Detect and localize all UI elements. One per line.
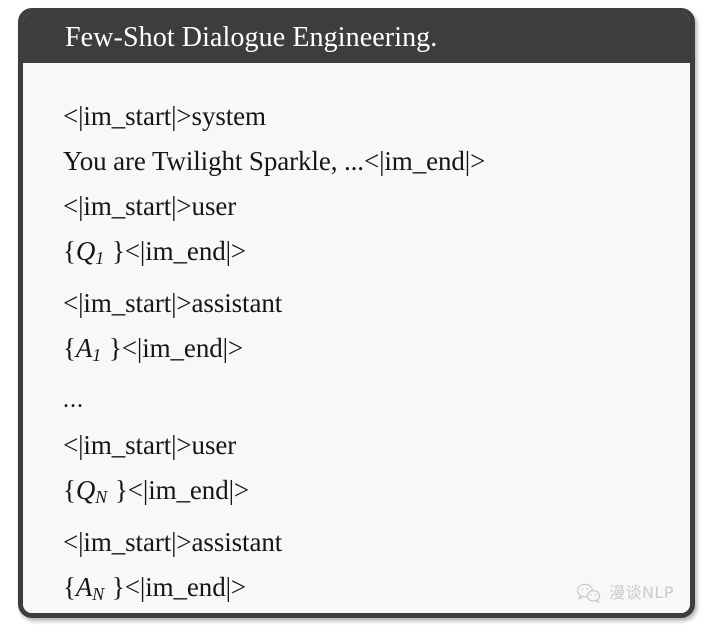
template-line: You are Twilight Sparkle, ...<|im_end|> bbox=[63, 146, 486, 176]
template-line: <|im_start|>assistant bbox=[63, 526, 283, 557]
template-line: <|im_start|>system bbox=[63, 101, 266, 131]
math-subscript: 1 bbox=[95, 247, 105, 268]
template-line: <|im_start|>user bbox=[63, 429, 237, 460]
math-subscript: N bbox=[92, 583, 105, 604]
template-line: {A1 }<|im_end|> bbox=[63, 332, 244, 365]
watermark-label: 漫谈NLP bbox=[608, 583, 674, 602]
template-line: <|im_start|>assistant bbox=[63, 287, 283, 318]
template-line: {Q1 }<|im_end|> bbox=[63, 236, 247, 268]
math-variable: AN bbox=[75, 571, 105, 604]
math-variable: QN bbox=[75, 474, 108, 507]
card-header: Few-Shot Dialogue Engineering. bbox=[23, 13, 690, 63]
template-line: {QN }<|im_end|> bbox=[63, 474, 250, 507]
math-variable: A1 bbox=[75, 332, 102, 365]
watermark: 漫谈NLP bbox=[576, 582, 674, 604]
math-variable: Q1 bbox=[75, 236, 105, 268]
page-title: Few-Shot Dialogue Engineering. bbox=[65, 22, 438, 53]
template-line: <|im_start|>user bbox=[63, 617, 690, 618]
figure-card: Few-Shot Dialogue Engineering. <|im_star… bbox=[18, 8, 695, 618]
template-line: {AN }<|im_end|> bbox=[63, 571, 247, 604]
math-subscript: N bbox=[95, 486, 108, 507]
math-subscript: 1 bbox=[92, 344, 102, 365]
wechat-icon bbox=[576, 582, 602, 604]
template-line: <|im_start|>user bbox=[63, 191, 237, 221]
template-line: ... bbox=[63, 386, 84, 413]
